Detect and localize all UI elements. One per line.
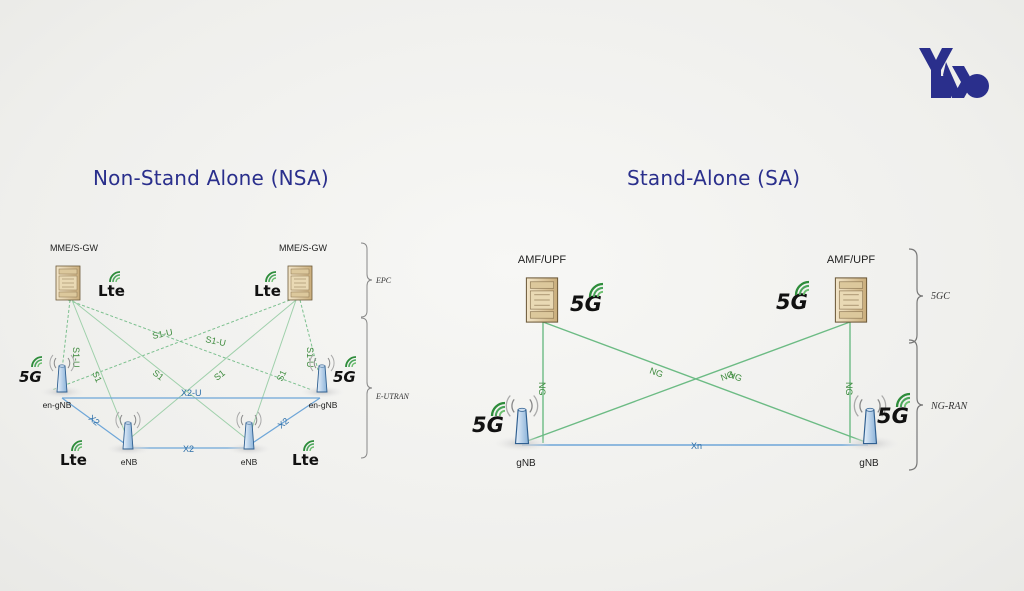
sa-diagram: NG NG NG NG NG Xn AMF/UPF AMF/UPF 5G 5G … <box>472 248 968 471</box>
svg-text:5G: 5G <box>333 368 356 386</box>
nsa-label-s1-a: S1 <box>90 370 104 384</box>
sa-ngran-label: NG-RAN <box>930 401 968 412</box>
sa-ng-links <box>521 321 869 444</box>
sa-title: Stand-Alone (SA) <box>627 166 801 190</box>
nsa-epc-label: EPC <box>375 276 392 285</box>
nsa-eutran-label: E-UTRAN <box>375 392 410 401</box>
sa-5g-logo-bottom-left-icon: 5G <box>472 401 507 437</box>
nsa-eutran-brace <box>360 317 373 459</box>
nsa-title: Non-Stand Alone (NSA) <box>93 166 329 190</box>
nsa-label-x2-c: X2 <box>183 444 194 454</box>
sa-5g-logo-top-right-icon: 5G <box>776 280 811 314</box>
svg-text:Lte: Lte <box>254 282 281 300</box>
nsa-lte-logo-bottom-left-icon: Lte <box>60 440 87 469</box>
nsa-diagram: S1-U S1-U S1-U S1-U S1 S1 S1 S1 X2-U X2 … <box>19 242 410 469</box>
nsa-enb-left-label: eNB <box>121 457 138 467</box>
nsa-lte-logo-top-left-icon: Lte <box>98 271 125 300</box>
nsa-mme-right-label: MME/S-GW <box>279 243 327 253</box>
svg-text:5G: 5G <box>472 413 504 437</box>
sa-5g-logo-top-left-icon: 5G <box>570 282 605 316</box>
sa-label-ng-diag-c: NG <box>727 369 743 383</box>
nsa-label-s1-d: S1 <box>275 369 289 383</box>
sa-gnb-left-label: gNB <box>516 458 536 469</box>
nsa-mme-right-server-icon <box>287 265 313 301</box>
nsa-enb-right-label: eNB <box>241 457 258 467</box>
nsa-label-s1u-d: S1-U <box>305 347 315 368</box>
nsa-engnb-right-label: en-gNB <box>309 400 338 410</box>
nsa-s1u-links <box>51 299 319 391</box>
sa-amf-right-server-icon <box>834 277 868 323</box>
nsa-label-s1u-a: S1-U <box>151 327 173 341</box>
nsa-label-s1u-c: S1-U <box>71 347 81 368</box>
nsa-5g-logo-left-icon: 5G <box>19 356 43 386</box>
nsa-enb-right-antenna-icon <box>226 411 272 456</box>
nsa-mme-left-label: MME/S-GW <box>50 243 98 253</box>
nsa-enb-left-antenna-icon <box>105 411 151 456</box>
sa-label-xn: Xn <box>691 441 702 451</box>
svg-text:5G: 5G <box>19 368 42 386</box>
sa-ngran-brace <box>908 339 924 471</box>
sa-amf-left-label: AMF/UPF <box>518 254 567 266</box>
nsa-lte-logo-bottom-right-icon: Lte <box>292 440 319 469</box>
sa-label-ng-right: NG <box>844 382 854 396</box>
sa-label-ng-left: NG <box>537 382 547 396</box>
nsa-epc-brace <box>360 242 373 318</box>
sa-amf-left-server-icon <box>525 277 559 323</box>
sa-5g-logo-bottom-right-icon: 5G <box>877 392 912 428</box>
sa-amf-right-label: AMF/UPF <box>827 254 876 266</box>
nsa-engnb-left-label: en-gNB <box>43 400 72 410</box>
sa-5gc-label: 5GC <box>931 291 950 302</box>
nsa-5g-logo-right-icon: 5G <box>333 356 357 386</box>
nsa-label-x2-b: X2 <box>276 416 291 431</box>
svg-text:5G: 5G <box>776 290 808 314</box>
sa-5gc-brace <box>908 248 924 344</box>
nsa-lte-logo-top-right-icon: Lte <box>254 271 281 300</box>
svg-text:5G: 5G <box>570 292 602 316</box>
svg-text:5G: 5G <box>877 404 909 428</box>
nsa-label-x2u: X2-U <box>181 388 202 398</box>
nsa-mme-left-server-icon <box>55 265 81 301</box>
sa-gnb-right-label: gNB <box>859 458 879 469</box>
svg-text:Lte: Lte <box>98 282 125 300</box>
nsa-label-s1-c: S1 <box>212 368 227 383</box>
brand-logo-icon <box>919 48 989 98</box>
nsa-label-s1-b: S1 <box>151 368 166 383</box>
nsa-label-s1u-b: S1-U <box>205 334 227 348</box>
sa-label-ng-diag-b: NG <box>719 369 735 383</box>
svg-text:Lte: Lte <box>60 451 87 469</box>
sa-label-ng-diag-a: NG <box>648 365 664 379</box>
svg-text:Lte: Lte <box>292 451 319 469</box>
